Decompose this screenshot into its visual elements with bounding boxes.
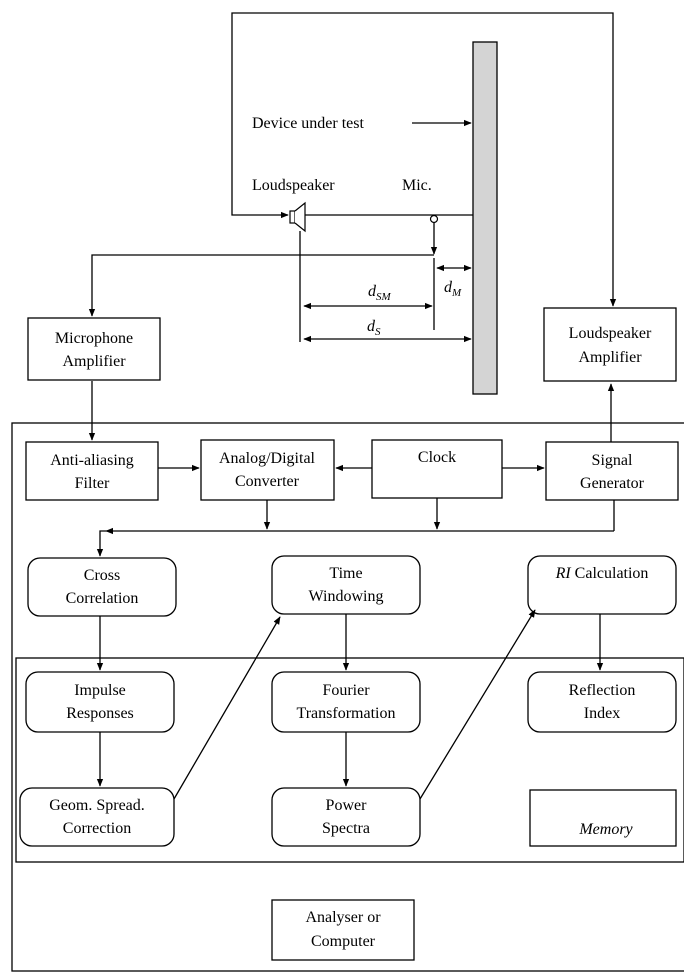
d-sm-label: dSM — [368, 283, 392, 303]
impulse-responses-line1: Impulse — [74, 682, 126, 699]
fourier-transformation-line1: Fourier — [322, 682, 370, 699]
geom-to-time-windowing-arrow — [173, 616, 281, 800]
clock-box — [371, 439, 503, 499]
clock-label: Clock — [418, 449, 456, 466]
analyser-frame — [11, 422, 684, 972]
memory-label: Memory — [578, 821, 633, 838]
analyser-line1: Analyser or — [305, 909, 381, 926]
power-spectra-box — [271, 787, 421, 847]
signal-generator-box — [545, 441, 679, 501]
anti-aliasing-filter-box — [25, 441, 159, 501]
signal-generator-line1: Signal — [592, 452, 633, 469]
ri-calculation-label: RI Calculation — [555, 565, 649, 582]
loudspeaker-amplifier-line2: Amplifier — [578, 349, 642, 366]
geom-spread-correction-line1: Geom. Spread. — [49, 797, 145, 814]
impulse-responses-box — [25, 671, 175, 733]
signal-generator-line2: Generator — [580, 475, 645, 492]
microphone-amplifier-box — [27, 317, 161, 381]
time-windowing-line1: Time — [329, 565, 362, 582]
anti-aliasing-filter-line2: Filter — [75, 475, 110, 492]
loudspeaker-amplifier-box — [543, 307, 677, 382]
mic-label: Mic. — [402, 177, 432, 194]
anti-aliasing-filter-line1: Anti-aliasing — [50, 452, 134, 469]
microphone-icon — [429, 214, 439, 224]
geom-spread-correction-box — [19, 787, 175, 847]
cross-correlation-line1: Cross — [84, 567, 120, 584]
geom-spread-correction-line2: Correction — [63, 820, 131, 837]
memory-frame — [15, 657, 684, 863]
bus-to-cross-correlation-arrow — [96, 530, 106, 557]
d-s-label: dS — [367, 318, 381, 338]
power-spectra-line1: Power — [326, 797, 368, 814]
adc-line1: Analog/Digital — [219, 450, 316, 467]
device-under-test-panel — [472, 41, 498, 395]
time-windowing-line2: Windowing — [309, 588, 384, 605]
mic-signal-line — [88, 254, 434, 317]
power-spectra-line2: Spectra — [322, 820, 370, 837]
memory-box — [529, 789, 677, 847]
fourier-transformation-box — [271, 671, 421, 733]
impulse-responses-line2: Responses — [66, 705, 134, 722]
analyser-box — [271, 899, 415, 961]
reflection-index-line2: Index — [584, 705, 620, 722]
reflection-index-line1: Reflection — [569, 682, 636, 699]
fourier-transformation-line2: Transformation — [297, 705, 396, 722]
cross-correlation-box — [27, 557, 177, 617]
ri-calculation-box — [527, 555, 677, 615]
reflection-index-box — [527, 671, 677, 733]
loudspeaker-amplifier-line1: Loudspeaker — [569, 325, 652, 342]
loudspeaker-label: Loudspeaker — [252, 177, 335, 194]
cross-correlation-line2: Correlation — [66, 590, 139, 607]
microphone-amplifier-line2: Amplifier — [62, 353, 126, 370]
loudspeaker-icon — [289, 201, 306, 233]
adc-box — [200, 439, 335, 501]
adc-line2: Converter — [235, 473, 300, 490]
device-under-test-label: Device under test — [252, 115, 365, 132]
d-m-label: dM — [444, 279, 462, 299]
loudspeaker-feed-line — [231, 12, 617, 307]
microphone-amplifier-line1: Microphone — [55, 330, 133, 347]
analyser-line2: Computer — [311, 933, 376, 950]
power-to-ri-calculation-arrow — [419, 609, 536, 800]
